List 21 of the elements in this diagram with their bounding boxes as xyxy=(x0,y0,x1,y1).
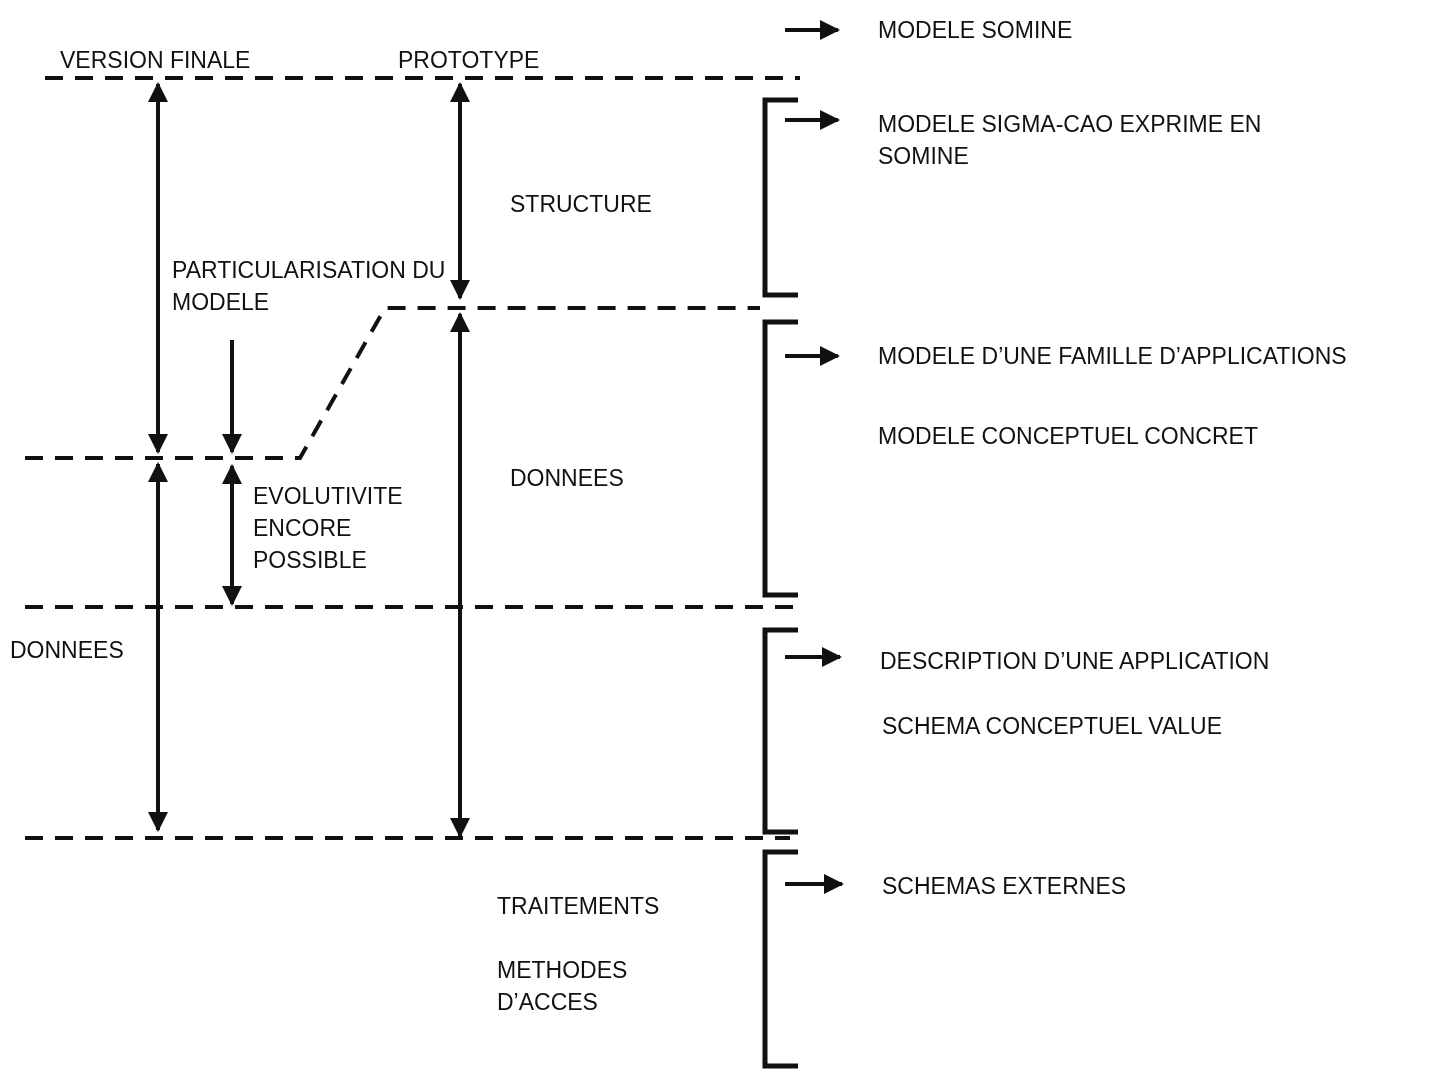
node-text: SCHEMAS EXTERNES xyxy=(882,870,1282,902)
arrow xyxy=(785,647,842,667)
arrow xyxy=(785,20,840,40)
label-text: TRAITEMENTS xyxy=(497,892,661,921)
label-text: VERSION FINALE xyxy=(60,46,252,75)
label-text: PROTOTYPE xyxy=(398,46,541,75)
arrow xyxy=(785,874,844,894)
arrow xyxy=(785,346,840,366)
label-text: PARTICULARISATION DU MODELE xyxy=(172,256,447,317)
label-text: METHODES D’ACCES xyxy=(497,956,629,1017)
label-text: DONNEES xyxy=(10,636,125,665)
node-text: MODELE SOMINE xyxy=(878,14,1278,46)
label-text: EVOLUTIVITE ENCORE POSSIBLE xyxy=(253,482,404,575)
label-text: SCHEMA CONCEPTUEL VALUE xyxy=(882,712,1223,741)
label-text: STRUCTURE xyxy=(510,190,653,219)
node-text: MODELE SIGMA-CAO EXPRIME EN SOMINE xyxy=(878,108,1278,172)
node-text: DESCRIPTION D’UNE APPLICATION xyxy=(880,645,1380,677)
label-text: DONNEES xyxy=(510,464,625,493)
arrow xyxy=(785,110,840,130)
node-text: MODELE D’UNE FAMILLE D’APPLICATIONS xyxy=(878,340,1448,372)
label-text: MODELE CONCEPTUEL CONCRET xyxy=(878,422,1259,451)
